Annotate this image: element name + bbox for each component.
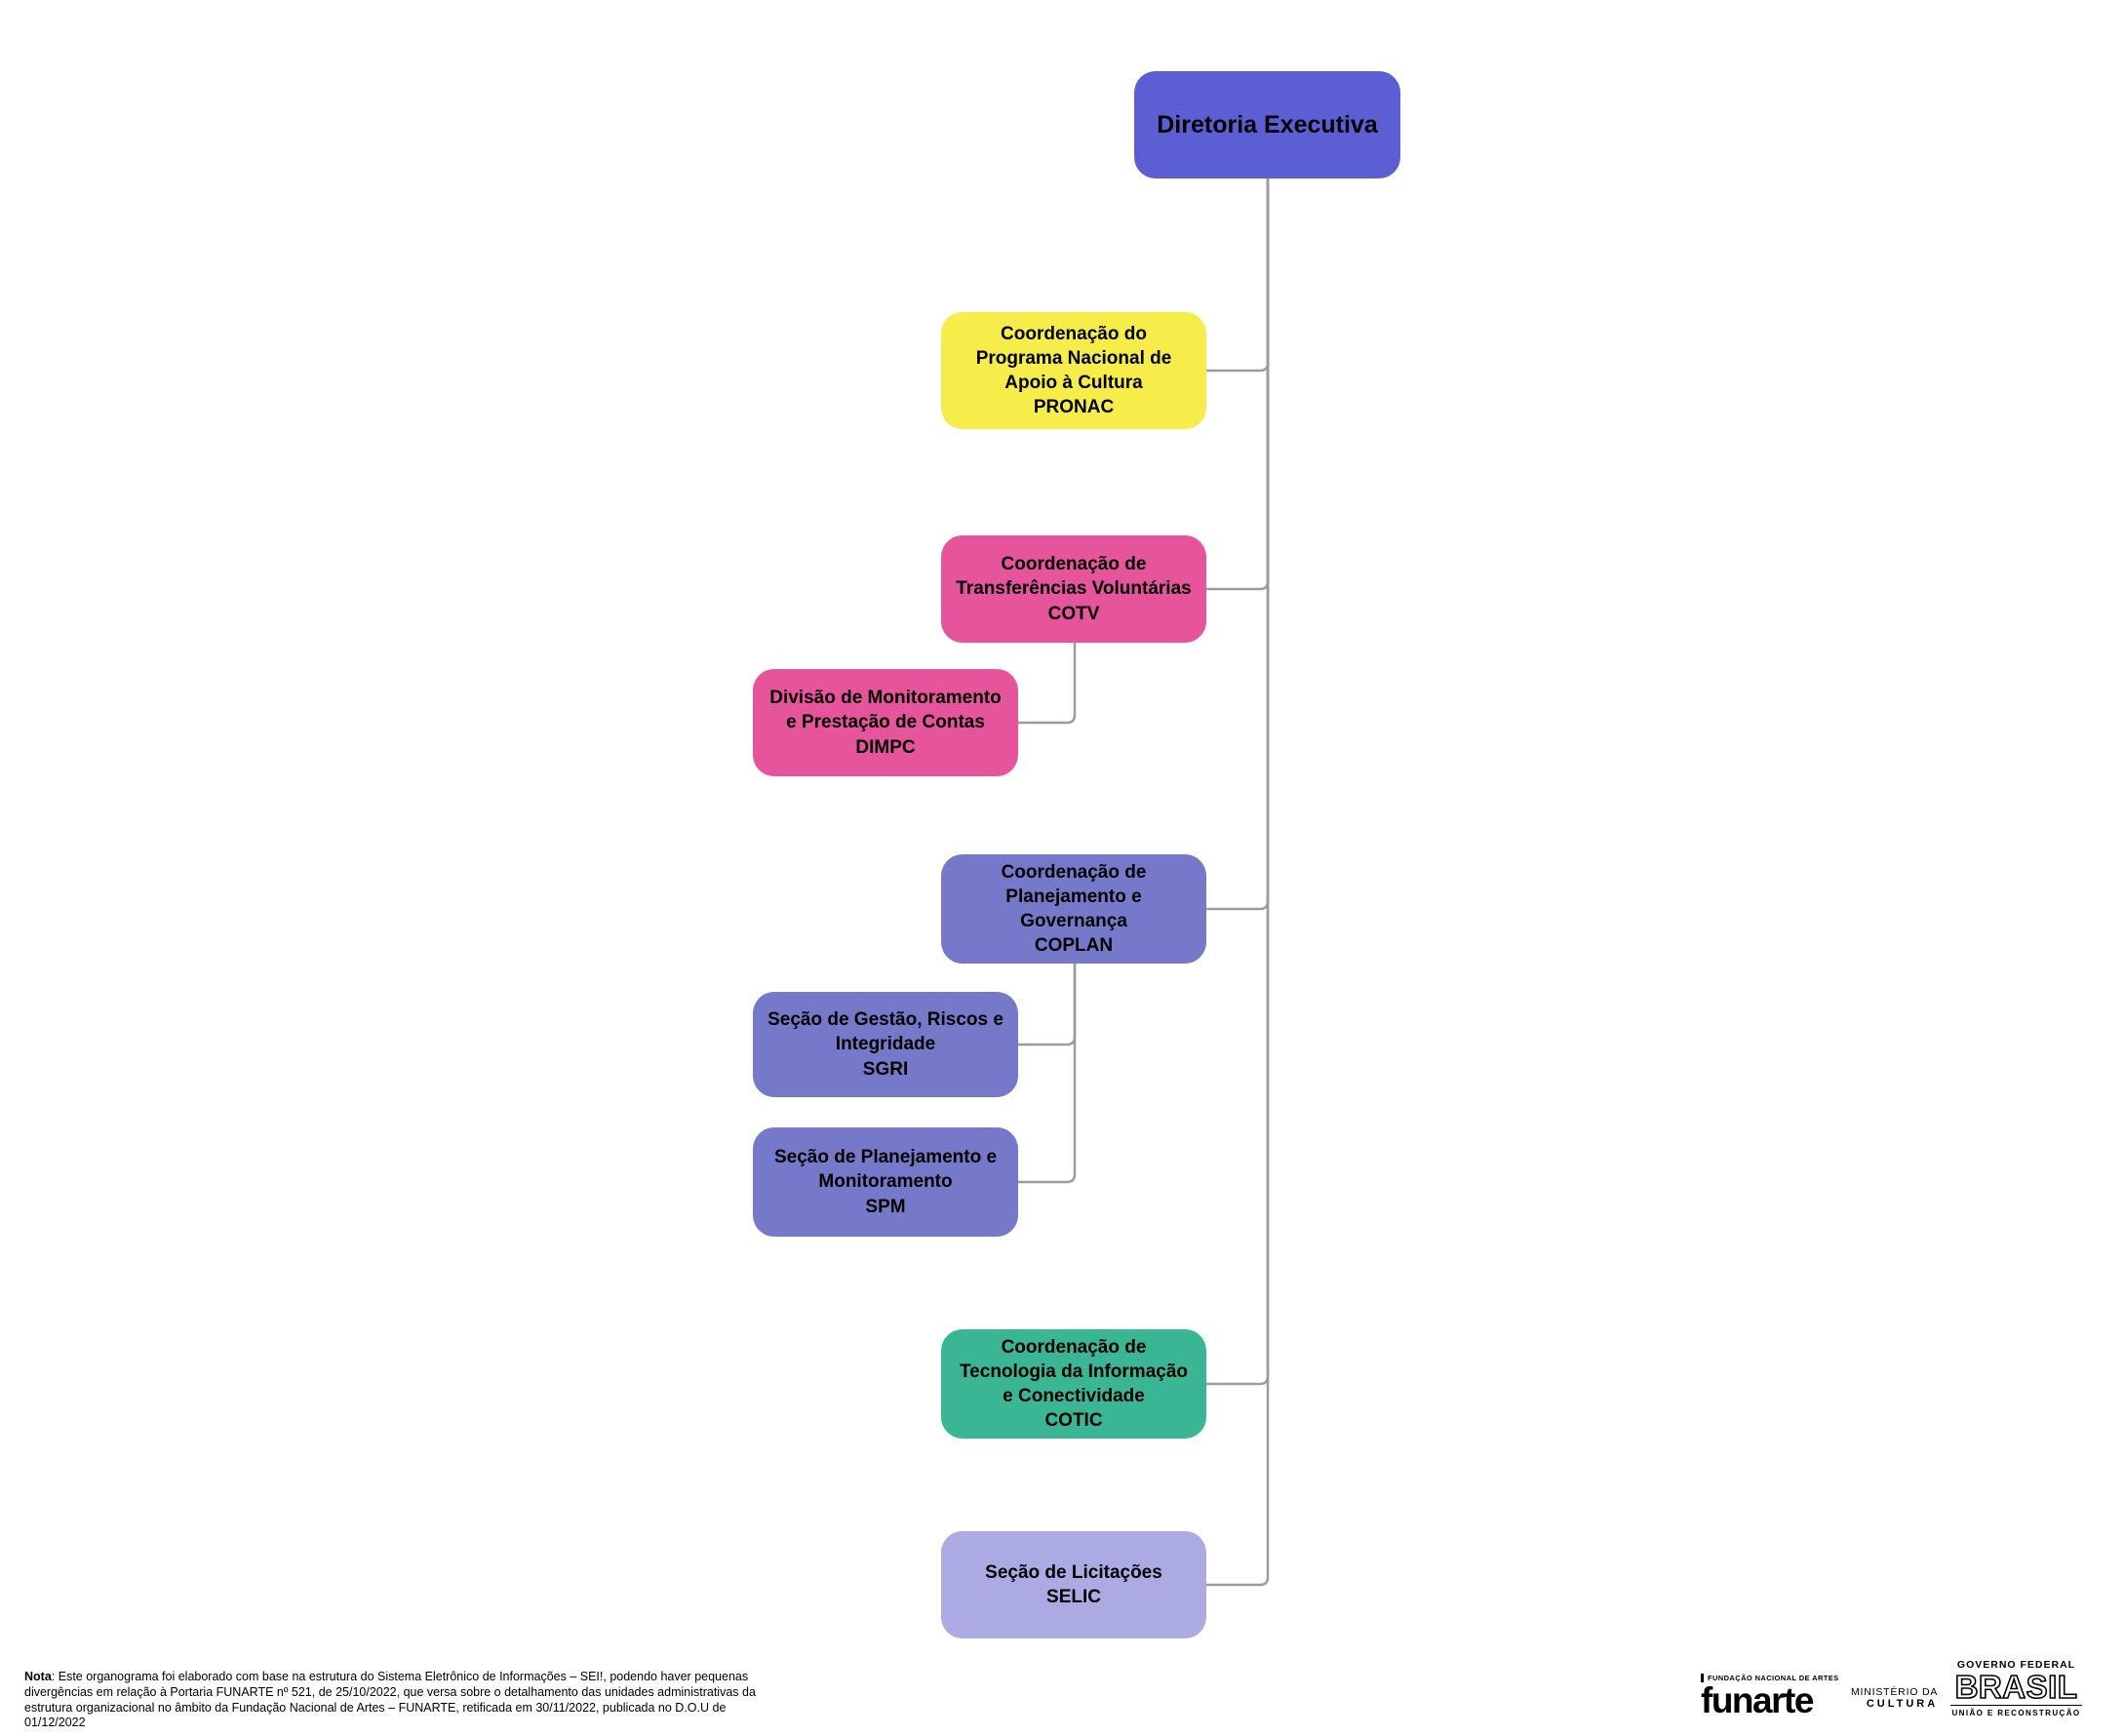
brasil-wordmark: BRASIL — [1954, 1669, 2078, 1705]
org-node-sgri: Seção de Gestão, Riscos e Integridade SG… — [753, 992, 1018, 1097]
org-node-cotic: Coordenação de Tecnologia da Informação … — [941, 1329, 1206, 1439]
org-node-selic: Seção de Licitações SELIC — [941, 1531, 1206, 1638]
connector-coplan — [1206, 178, 1270, 911]
footnote-label: Nota — [24, 1670, 52, 1683]
ministerio-cultura-line2: CULTURA — [1866, 1698, 1939, 1710]
funarte-logo-tagline: FUNDAÇÃO NACIONAL DE ARTES — [1701, 1674, 1839, 1682]
connector-sgri — [1018, 964, 1077, 1046]
connector-pronac — [1206, 178, 1270, 373]
ministerio-cultura-logo: MINISTÉRIO DA CULTURA — [1851, 1686, 1938, 1710]
footnote-text: : Este organograma foi elaborado com bas… — [24, 1670, 756, 1730]
uniao-reconstrucao-label: UNIÃO E RECONSTRUÇÃO — [1950, 1705, 2082, 1717]
funarte-logo-name: funarte — [1701, 1680, 1814, 1720]
governo-federal-brasil-logo: GOVERNO FEDERAL BRASIL UNIÃO E RECONSTRU… — [1950, 1659, 2082, 1717]
org-node-coplan: Coordenação de Planejamento e Governança… — [941, 854, 1206, 964]
connector-cotic — [1206, 178, 1270, 1386]
footnote: Nota: Este organograma foi elaborado com… — [24, 1670, 770, 1731]
org-node-cotv: Coordenação de Transferências Voluntária… — [941, 535, 1206, 643]
org-node-dimpc: Divisão de Monitoramento e Prestação de … — [753, 669, 1018, 776]
org-node-spm: Seção de Planejamento e Monitoramento SP… — [753, 1127, 1018, 1237]
ministerio-cultura-line1: MINISTÉRIO DA — [1851, 1686, 1939, 1698]
governo-federal-label: GOVERNO FEDERAL — [1956, 1659, 2076, 1671]
funarte-logo: FUNDAÇÃO NACIONAL DE ARTES funarte — [1701, 1674, 1839, 1720]
connector-selic — [1206, 178, 1270, 1587]
connector-spm — [1018, 964, 1077, 1184]
connector-cotv — [1206, 178, 1270, 591]
connector-dimpc — [1018, 643, 1077, 725]
org-node-diretoria-executiva: Diretoria Executiva — [1134, 71, 1400, 178]
org-node-pronac: Coordenação do Programa Nacional de Apoi… — [941, 312, 1206, 429]
